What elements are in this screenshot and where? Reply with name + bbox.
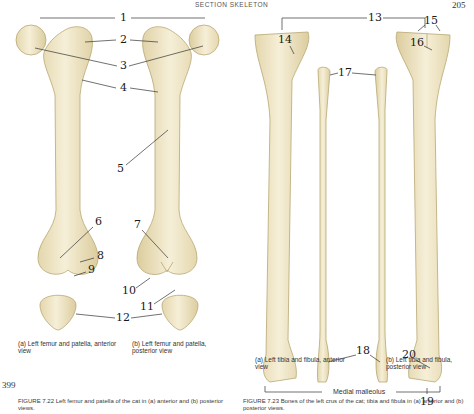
running-header: SECTION SKELETON bbox=[195, 1, 268, 8]
femur-anterior bbox=[16, 25, 98, 274]
leader-lines bbox=[35, 18, 440, 394]
callout-number: 10 bbox=[122, 285, 136, 298]
page-number: 399 bbox=[2, 380, 16, 390]
figure-caption: FIGURE 7.23 Bones of the left crus of th… bbox=[243, 398, 469, 412]
tibia-anterior bbox=[255, 32, 309, 382]
bracket-label: Medial malleolus bbox=[332, 388, 386, 396]
callout-number: 8 bbox=[97, 250, 104, 263]
fibula-anterior bbox=[317, 67, 330, 382]
callout-number: 2 bbox=[120, 34, 127, 47]
fibula-posterior bbox=[375, 67, 388, 382]
view-label: (a) Left femur and patella, anterior vie… bbox=[18, 340, 118, 355]
callout-number: 5 bbox=[117, 163, 124, 176]
callout-number: 4 bbox=[120, 82, 127, 95]
view-label: (b) Left femur and patella, posterior vi… bbox=[132, 340, 232, 355]
callout-number: 17 bbox=[338, 67, 352, 80]
callout-number: 13 bbox=[368, 12, 382, 25]
callout-number: 3 bbox=[120, 60, 127, 73]
callout-number: 14 bbox=[278, 34, 292, 47]
callout-number: 16 bbox=[410, 37, 424, 50]
callout-number: 15 bbox=[424, 15, 438, 28]
figure-caption: FIGURE 7.22 Left femur and patella of th… bbox=[18, 398, 233, 412]
page-number: 205 bbox=[452, 0, 466, 10]
tibia-posterior bbox=[396, 32, 450, 382]
callout-number: 7 bbox=[134, 219, 141, 232]
callout-number: 9 bbox=[88, 264, 95, 277]
callout-number: 6 bbox=[95, 216, 102, 229]
callout-number: 18 bbox=[356, 345, 370, 358]
patella-posterior bbox=[162, 295, 198, 330]
view-label: (b) Left tibia and fibula, posterior vie… bbox=[386, 356, 466, 371]
callout-number: 12 bbox=[116, 312, 130, 325]
femur-posterior bbox=[137, 25, 219, 274]
callout-number: 1 bbox=[120, 12, 127, 25]
callout-number: 11 bbox=[140, 301, 154, 314]
view-label: (a) Left tibia and fibula, anterior view bbox=[255, 356, 345, 371]
patella-anterior bbox=[40, 295, 76, 330]
